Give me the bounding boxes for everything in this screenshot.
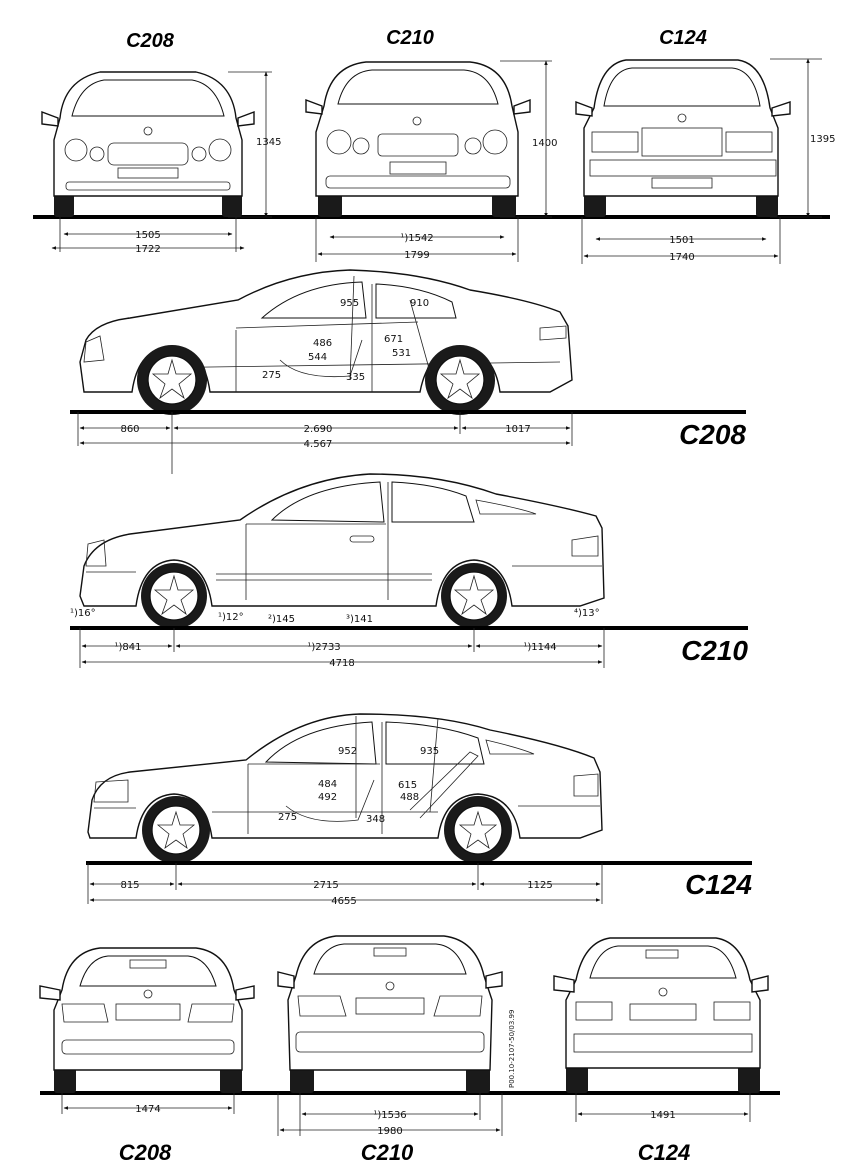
front-view-c210 [305, 61, 531, 217]
dim-front-c208-height: 1345 [256, 137, 281, 148]
label-front-c208: C208 [126, 30, 175, 52]
dim-c124-front-overhang: 815 [120, 880, 139, 891]
dim-c210-front-overhang: ¹)841 [115, 642, 142, 653]
side-view-c210 [79, 473, 605, 629]
side-view-c208 [79, 269, 573, 415]
dim-c210-rear-overhang: ¹)1144 [523, 642, 556, 653]
dim-c124-488: 488 [400, 792, 419, 803]
dim-c124-wheelbase: 2715 [313, 880, 338, 891]
dim-front-c208-width: 1722 [135, 244, 160, 255]
dim-c124-935: 935 [420, 746, 439, 757]
label-front-c124: C124 [659, 27, 707, 49]
dim-front-c210-track: ¹)1542 [400, 233, 433, 244]
dim-c124-952: 952 [338, 746, 357, 757]
label-rear-c124: C124 [638, 1140, 691, 1165]
label-side-c124: C124 [685, 869, 752, 900]
dim-c208-wheelbase: 2.690 [304, 424, 333, 435]
dim-c210-approach-angle: ¹)16° [70, 608, 96, 619]
drawing-ref: P00.10-2107-50/03.99 [508, 1010, 516, 1088]
dim-rear-c210-track: ¹)1536 [373, 1110, 406, 1121]
dim-c124-484: 484 [318, 779, 337, 790]
front-view-c208 [41, 71, 255, 217]
dim-c210-clearance-141: ³)141 [346, 614, 373, 625]
label-front-c210: C210 [386, 27, 434, 49]
dim-c208-531: 531 [392, 348, 411, 359]
dim-c208-955: 955 [340, 298, 359, 309]
dim-c124-275: 275 [278, 812, 297, 823]
dim-rear-c210-width: 1980 [377, 1126, 402, 1137]
label-side-c210: C210 [681, 635, 748, 666]
dim-c208-275: 275 [262, 370, 281, 381]
dim-front-c124-track: 1501 [669, 235, 694, 246]
dim-c208-front-overhang: 860 [120, 424, 139, 435]
dim-rear-c208-track: 1474 [135, 1104, 160, 1115]
dim-c210-departure-angle: ⁴)13° [574, 608, 600, 619]
front-view-c124 [575, 59, 791, 217]
dim-front-c208-track: 1505 [135, 230, 160, 241]
dim-front-c124-height: 1395 [810, 134, 835, 145]
dim-c210-wheelbase: ¹)2733 [307, 642, 340, 653]
dim-c210-clearance-145: ²)145 [268, 614, 295, 625]
dim-c124-615: 615 [398, 780, 417, 791]
dim-front-c210-height: 1400 [532, 138, 557, 149]
dim-front-c124-width: 1740 [669, 252, 694, 263]
dim-c124-rear-overhang: 1125 [527, 880, 552, 891]
dim-c208-486: 486 [313, 338, 332, 349]
side-view-c124 [87, 713, 603, 864]
rear-view-c124 [553, 937, 769, 1093]
dim-rear-c124-track: 1491 [650, 1110, 675, 1121]
label-rear-c208: C208 [119, 1140, 172, 1165]
dim-c210-length: 4718 [329, 658, 354, 669]
dim-front-c210-width: 1799 [404, 250, 429, 261]
rear-view-c210 [277, 935, 503, 1093]
dim-c208-rear-overhang: 1017 [505, 424, 530, 435]
dim-c208-671: 671 [384, 334, 403, 345]
dim-c208-910: 910 [410, 298, 429, 309]
dim-c124-348: 348 [366, 814, 385, 825]
dim-c124-492: 492 [318, 792, 337, 803]
rear-view-c208 [39, 947, 255, 1093]
label-side-c208: C208 [679, 419, 746, 450]
dim-c208-335: 335 [346, 372, 365, 383]
label-rear-c210: C210 [361, 1140, 414, 1165]
dim-c208-544: 544 [308, 352, 327, 363]
dim-c208-length: 4.567 [304, 439, 333, 450]
dim-c210-ramp-angle: ¹)12° [218, 612, 244, 623]
dim-c124-length: 4655 [331, 896, 356, 907]
